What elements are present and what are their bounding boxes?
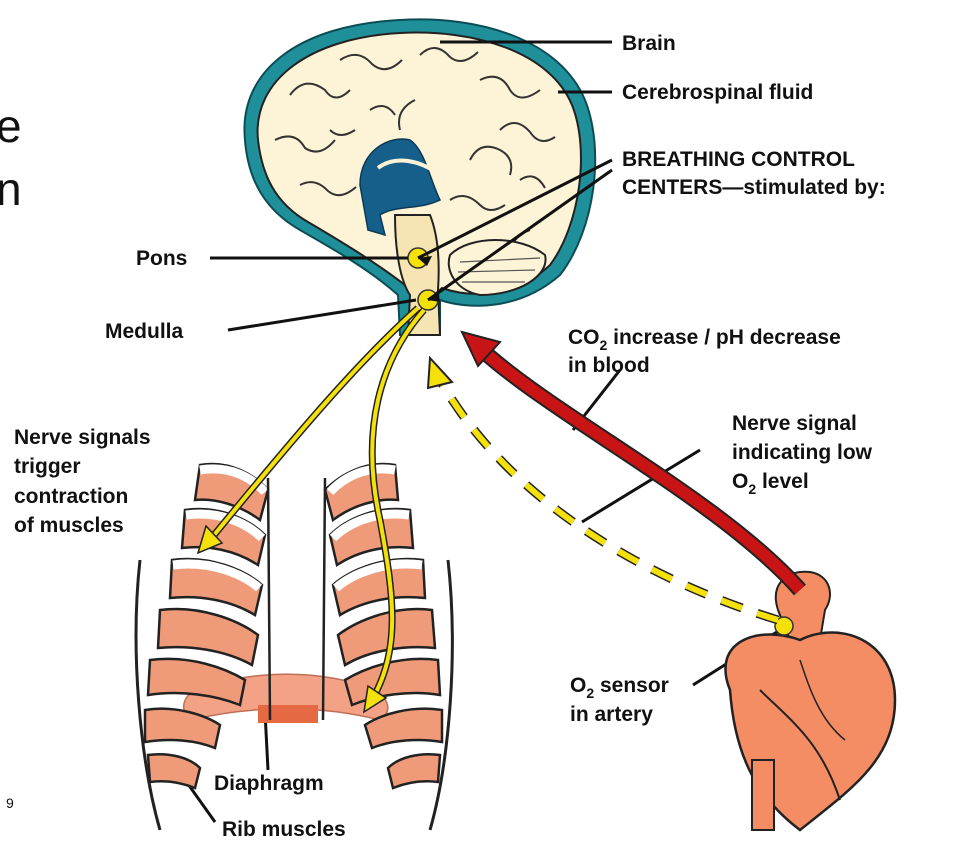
low-o2-signal-arrow [428,358,778,620]
label-nerve-low-3: O2 level [732,470,809,497]
label-nerve-signals-4: of muscles [14,514,124,537]
label-breathing-centers-2: CENTERS—stimulated by: [622,176,886,199]
label-nerve-signals-2: trigger [14,455,81,478]
label-o2-sensor-1: O2 sensor [570,674,669,701]
label-nerve-low-1: Nerve signal [732,412,857,435]
corner-mark: 9 [6,795,14,811]
label-medulla: Medulla [105,320,183,343]
label-nerve-low-2: indicating low [732,441,873,464]
medulla-leader [228,300,416,330]
label-pons: Pons [136,247,187,270]
heart-illustration [725,572,895,830]
label-nerve-signals-1: Nerve signals [14,426,151,449]
label-csf: Cerebrospinal fluid [622,81,813,104]
slide-edge-text-2: n [0,163,22,215]
vena-cava [752,760,774,830]
heart-body [725,633,895,831]
label-rib-muscles: Rib muscles [222,818,346,841]
label-diaphragm: Diaphragm [214,772,324,795]
label-breathing-centers-1: BREATHING CONTROL [622,148,855,171]
label-co2-line1: CO2 increase / pH decrease [568,326,841,353]
label-co2-line2: in blood [568,354,650,377]
brain-illustration [244,19,595,335]
diaphragm-dome [258,705,318,723]
label-nerve-signals-3: contraction [14,485,128,508]
label-brain: Brain [622,32,676,55]
slide-edge-text-1: e [0,100,22,152]
label-o2-sensor-2: in artery [570,703,653,726]
